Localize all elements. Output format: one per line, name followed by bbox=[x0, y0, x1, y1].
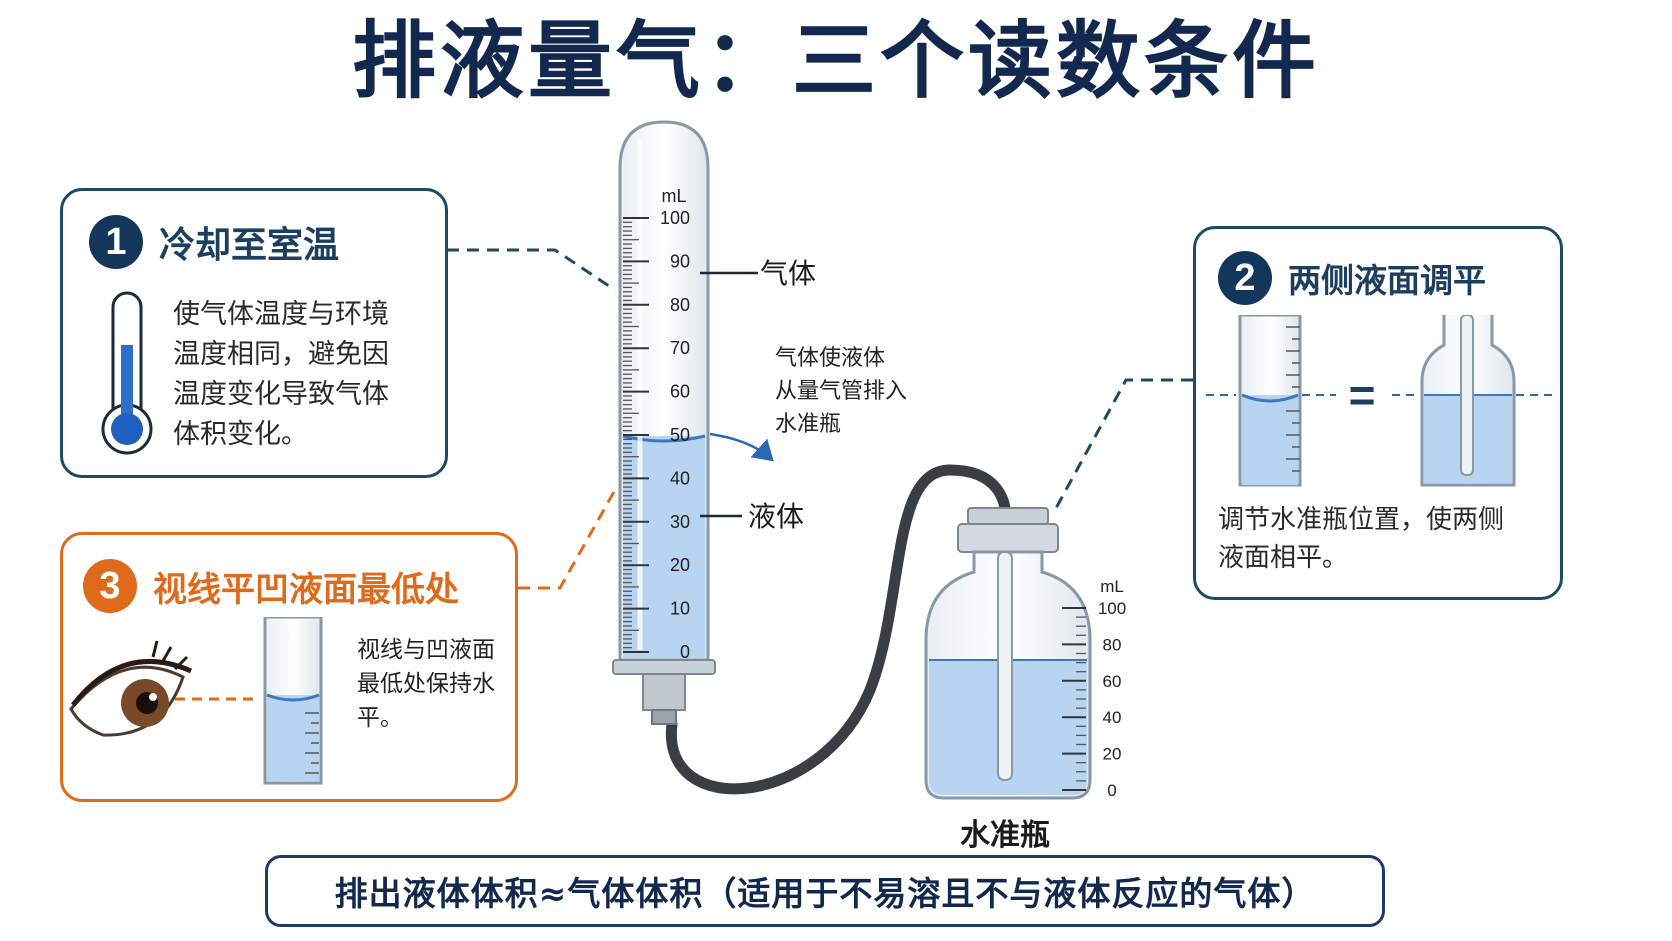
burette-liquid bbox=[623, 436, 705, 658]
flow-note-line: 水准瓶 bbox=[775, 412, 842, 437]
card2-title: 两侧液面调平 bbox=[1288, 261, 1486, 300]
card1-header: 1 冷却至室温 bbox=[89, 215, 339, 269]
tube-closeup bbox=[263, 617, 323, 785]
connector-card2 bbox=[1053, 378, 1193, 511]
card-eye-level-meniscus: 3 视线平凹液面最低处 视线与凹液面 最低处保持水 平。 bbox=[60, 532, 518, 802]
burette-tick-label: 40 bbox=[670, 468, 690, 488]
burette-tick-label: 20 bbox=[670, 555, 690, 575]
bottle-label: 水准瓶 bbox=[960, 818, 1050, 853]
card-cool-to-room-temp: 1 冷却至室温 使气体温度与环境 温度相同，避免因 温度变化导致气体 体积变化。 bbox=[60, 188, 448, 478]
connector-card3 bbox=[518, 489, 617, 590]
card1-body: 使气体温度与环境 温度相同，避免因 温度变化导致气体 体积变化。 bbox=[173, 295, 389, 455]
connector-card1 bbox=[447, 248, 616, 292]
burette-tick-label: 60 bbox=[670, 382, 690, 402]
eye-icon bbox=[69, 640, 193, 737]
level-comparison-illustration: = bbox=[1206, 315, 1558, 487]
burette-tick-label: 80 bbox=[670, 295, 690, 315]
thermometer-icon bbox=[101, 291, 153, 455]
flow-note: 气体使液体 从量气管排入 水准瓶 bbox=[775, 342, 907, 441]
bottle-tick-label: 20 bbox=[1103, 745, 1122, 764]
card2-header: 2 两侧液面调平 bbox=[1218, 251, 1486, 305]
card2-line: 液面相平。 bbox=[1218, 543, 1349, 573]
step-number-badge: 2 bbox=[1218, 251, 1272, 305]
step-number-badge: 3 bbox=[83, 559, 137, 613]
card1-line: 温度相同，避免因 bbox=[173, 339, 389, 370]
gas-label: 气体 bbox=[760, 257, 817, 290]
leveling-bottle: 100 80 60 40 20 0 mL bbox=[924, 507, 1126, 800]
burette-tick-label: 100 bbox=[660, 208, 690, 228]
burette-tick-label: 30 bbox=[670, 512, 690, 532]
eye-level-illustration bbox=[69, 617, 323, 785]
card3-line: 最低处保持水 bbox=[357, 671, 495, 697]
card3-line: 视线与凹液面 bbox=[357, 637, 495, 663]
card3-body: 视线与凹液面 最低处保持水 平。 bbox=[357, 633, 495, 735]
card3-line: 平。 bbox=[357, 705, 403, 731]
bottle-unit: mL bbox=[1100, 577, 1124, 596]
bottle-tick-label: 40 bbox=[1103, 708, 1122, 727]
bottle-tick-label: 100 bbox=[1098, 599, 1126, 618]
flow-arrow bbox=[709, 432, 774, 462]
card1-line: 使气体温度与环境 bbox=[173, 299, 389, 330]
burette-closeup bbox=[1238, 315, 1302, 487]
burette-tick-label: 10 bbox=[670, 599, 690, 619]
flow-note-line: 从量气管排入 bbox=[775, 379, 908, 404]
bottle-scale: 100 80 60 40 20 0 bbox=[1062, 599, 1126, 800]
equals-sign: = bbox=[1349, 369, 1376, 421]
burette-tick-label: 70 bbox=[670, 338, 690, 358]
burette-meniscus bbox=[622, 434, 706, 443]
bottle-tick-label: 0 bbox=[1107, 781, 1116, 800]
bottle-tick-label: 80 bbox=[1103, 635, 1122, 654]
card3-title: 视线平凹液面最低处 bbox=[153, 569, 459, 610]
burette-tick-label: 50 bbox=[670, 425, 690, 445]
flow-note-line: 气体使液体 bbox=[775, 346, 886, 371]
burette-tick-label: 90 bbox=[670, 251, 690, 271]
card1-line: 温度变化导致气体 bbox=[173, 379, 389, 410]
card2-line: 调节水准瓶位置，使两侧 bbox=[1218, 505, 1505, 535]
card2-body: 调节水准瓶位置，使两侧 液面相平。 bbox=[1218, 501, 1504, 577]
rubber-tube bbox=[665, 464, 1011, 795]
liquid-label: 液体 bbox=[748, 500, 805, 533]
page-title: 排液量气：三个读数条件 bbox=[351, 12, 1320, 110]
footer-summary: 排出液体体积≈气体体积（适用于不易溶且不与液体反应的气体） bbox=[265, 855, 1385, 927]
bottle-tick-label: 60 bbox=[1103, 672, 1122, 691]
bottle-closeup bbox=[1420, 315, 1516, 487]
burette-tick-label: 0 bbox=[680, 642, 690, 662]
card1-title: 冷却至室温 bbox=[159, 225, 340, 266]
card1-line: 体积变化。 bbox=[173, 419, 308, 450]
card3-header: 3 视线平凹液面最低处 bbox=[83, 559, 459, 613]
card-level-both-sides: 2 两侧液面调平 = 调节水准瓶位置， bbox=[1193, 226, 1563, 600]
step-number-badge: 1 bbox=[89, 215, 143, 269]
burette-unit: mL bbox=[661, 186, 686, 206]
